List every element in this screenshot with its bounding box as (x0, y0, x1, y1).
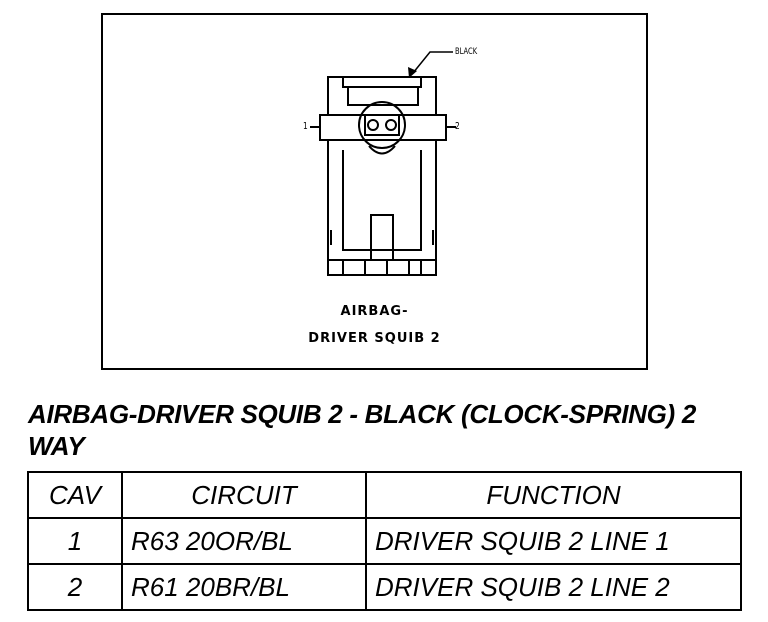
function-cell: DRIVER SQUIB 2 LINE 2 (365, 563, 742, 611)
function-cell: DRIVER SQUIB 2 LINE 1 (365, 517, 742, 565)
color-callout-label: BLACK (455, 47, 478, 57)
callout-arrowhead (408, 67, 417, 78)
pinout-table: CAV CIRCUIT FUNCTION 1 R63 20OR/BL DRIVE… (27, 471, 742, 611)
cavity-2-terminal (385, 119, 397, 131)
pin-1-label: 1 (303, 121, 308, 132)
header-circuit: CIRCUIT (121, 471, 367, 519)
cav-cell: 1 (27, 517, 123, 565)
figure-label-line1: AIRBAG- (340, 304, 409, 319)
center-slot (370, 214, 394, 261)
cav-cell: 2 (27, 563, 123, 611)
figure-label-line2: DRIVER SQUIB 2 (308, 331, 441, 346)
circuit-cell: R61 20BR/BL (121, 563, 367, 611)
connector-drawing (310, 51, 456, 276)
connector-figure: BLACK 1 2 AIRBAG- DRIVER SQUIB 2 (101, 13, 648, 370)
pin-2-label: 2 (455, 121, 460, 132)
connector-heading: AIRBAG-DRIVER SQUIB 2 - BLACK (CLOCK-SPR… (28, 399, 696, 461)
header-function: FUNCTION (365, 471, 742, 519)
circuit-cell: R63 20OR/BL (121, 517, 367, 565)
cavity-1-terminal (367, 119, 379, 131)
table-header-row: CAV CIRCUIT FUNCTION (27, 471, 742, 519)
connector-body (319, 76, 447, 276)
table-row: 2 R61 20BR/BL DRIVER SQUIB 2 LINE 2 (27, 563, 742, 611)
table-row: 1 R63 20OR/BL DRIVER SQUIB 2 LINE 1 (27, 517, 742, 565)
header-cav: CAV (27, 471, 123, 519)
